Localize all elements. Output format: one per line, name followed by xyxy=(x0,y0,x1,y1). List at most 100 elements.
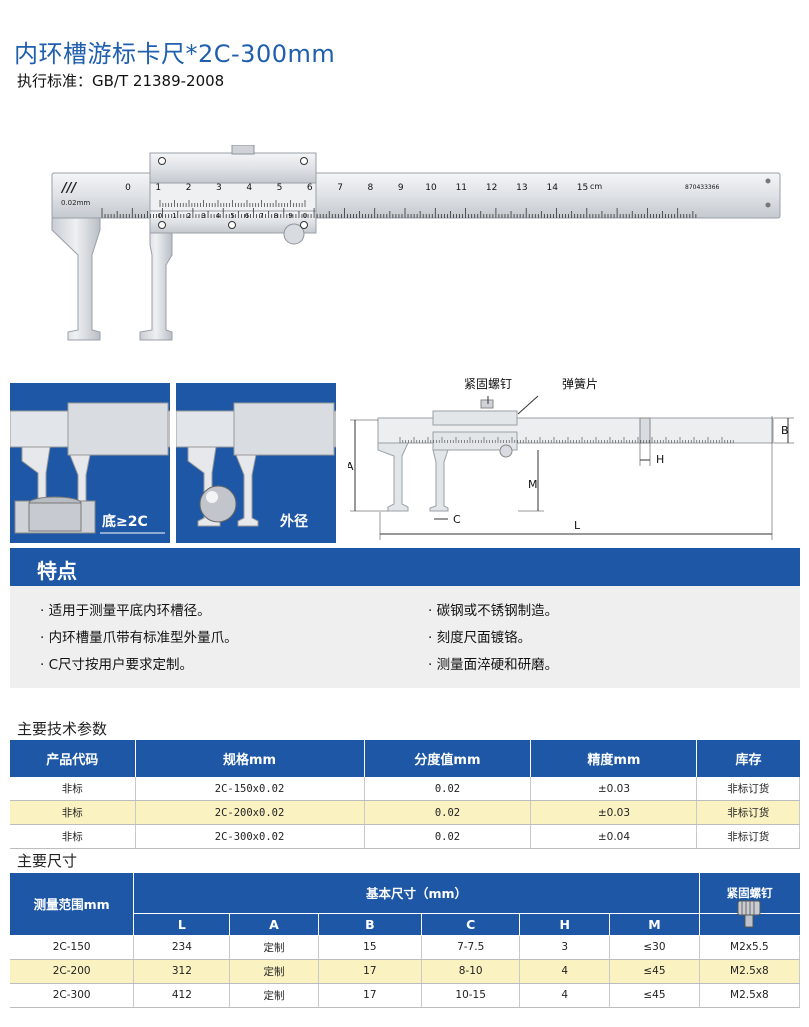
svg-text:0.02mm: 0.02mm xyxy=(61,199,90,207)
dim-cell: 7-7.5 xyxy=(421,935,521,960)
feature-item: · 刻度尺面镀铬。 xyxy=(428,630,532,646)
dim-cell: M2.5x8 xyxy=(699,983,801,1008)
photo-caption-outer: 外径 xyxy=(280,514,308,530)
dim-cell: ≤30 xyxy=(609,935,700,960)
dim-col-header: B xyxy=(318,913,423,936)
spec-cell: 非标订货 xyxy=(696,800,800,825)
features-header: 特点 xyxy=(10,548,800,586)
dim-l-label: L xyxy=(574,519,581,532)
table-row: 非标 2C-200x0.02 0.02 ±0.03 非标订货 xyxy=(10,800,800,825)
screw-icon xyxy=(737,900,761,927)
dim-col-header: M xyxy=(609,913,700,936)
dim-cell: M2x5.5 xyxy=(699,935,801,960)
dim-cell: 17 xyxy=(318,983,423,1008)
photo-groove-measure: 底≥2C xyxy=(9,383,171,543)
dim-cell: 4 xyxy=(519,959,611,984)
vernier-number: 9 xyxy=(288,212,292,220)
spec-cell: 非标 xyxy=(10,824,136,849)
feature-item: · 适用于测量平底内环槽径。 xyxy=(40,603,211,619)
spec-cell: ±0.04 xyxy=(530,824,698,849)
spec-cell: 非标订货 xyxy=(696,824,800,849)
svg-text:///: /// xyxy=(60,181,77,196)
features-heading: 特点 xyxy=(37,559,77,583)
spring-label: 弹簧片 xyxy=(562,376,598,391)
scale-number: 10 xyxy=(425,183,437,193)
screw-label: 紧固螺钉 xyxy=(464,377,512,391)
scale-number: 4 xyxy=(246,183,252,193)
dim-cell: 定制 xyxy=(229,983,319,1008)
photo-outer-measure: 外径 xyxy=(175,383,337,543)
vernier-number: 7 xyxy=(259,212,263,220)
spec-header: 规格mm xyxy=(135,740,365,777)
spec-cell: 非标 xyxy=(10,777,136,801)
spec-section-title: 主要技术参数 xyxy=(17,720,108,738)
basic-size-header: 基本尺寸（mm） xyxy=(133,873,700,914)
spec-cell: 0.02 xyxy=(364,777,532,801)
spec-header: 产品代码 xyxy=(10,740,136,777)
vernier-number: 4 xyxy=(216,212,221,220)
dimension-diagram: A B C H L M 紧固螺钉 弹簧片 xyxy=(348,376,794,540)
scale-number: 12 xyxy=(486,183,497,193)
dim-cell: 4 xyxy=(519,983,611,1008)
dim-a-label: A xyxy=(348,460,354,473)
dim-cell: 10-15 xyxy=(421,983,521,1008)
screw-header-label: 紧固螺钉 xyxy=(726,885,773,900)
spec-header: 分度值mm xyxy=(364,740,532,777)
spec-cell: 2C-200x0.02 xyxy=(135,800,365,825)
dim-cell: 312 xyxy=(133,959,231,984)
screw-icon xyxy=(699,900,800,936)
dim-cell: 定制 xyxy=(229,959,319,984)
dim-col-header: C xyxy=(421,913,521,936)
vernier-number: 1 xyxy=(172,212,176,220)
dim-cell: 3 xyxy=(519,935,611,960)
scale-number: 15 xyxy=(577,183,588,193)
dim-b-label: B xyxy=(781,424,789,437)
main-scale-ticks xyxy=(101,208,697,218)
scale-number: 14 xyxy=(546,183,558,193)
vernier-number: 6 xyxy=(245,212,250,220)
dim-col-header: L xyxy=(133,913,231,936)
unit-label: cm xyxy=(590,182,602,191)
serial-number: 870433366 xyxy=(685,184,720,191)
feature-item: · 碳钢或不锈钢制造。 xyxy=(428,603,559,619)
spec-cell: 非标 xyxy=(10,800,136,825)
spec-header: 精度mm xyxy=(530,740,698,777)
scale-number: 6 xyxy=(307,183,313,193)
scale-number: 8 xyxy=(368,183,374,193)
scale-number: 7 xyxy=(337,183,343,193)
table-row: 2C-150 234 定制 15 7-7.5 3 ≤30 M2x5.5 xyxy=(10,935,801,960)
dim-cell: 412 xyxy=(133,983,231,1008)
scale-number: 1 xyxy=(155,183,161,193)
photo-caption-bottom: 底≥2C xyxy=(102,514,148,530)
scale-number: 13 xyxy=(516,183,527,193)
scale-number: 2 xyxy=(186,183,192,193)
feature-item: · 测量面淬硬和研磨。 xyxy=(428,657,559,673)
vernier-number: 0 xyxy=(303,212,307,220)
dim-c-label: C xyxy=(453,513,461,526)
table-row: 2C-200 312 定制 17 8-10 4 ≤45 M2.5x8 xyxy=(10,959,801,984)
spec-table: 产品代码 规格mm 分度值mm 精度mm 库存 非标 2C-150x0.02 0… xyxy=(10,740,800,849)
dim-cell: 234 xyxy=(133,935,231,960)
dim-cell: 8-10 xyxy=(421,959,521,984)
dim-cell: 2C-150 xyxy=(10,935,135,960)
spec-cell: ±0.03 xyxy=(530,800,698,825)
vernier-number: 0 xyxy=(158,212,162,220)
dim-cell: ≤45 xyxy=(609,983,700,1008)
spec-header: 库存 xyxy=(696,740,800,777)
spec-cell: ±0.03 xyxy=(530,777,698,801)
dim-cell: 定制 xyxy=(229,935,319,960)
dim-h-label: H xyxy=(656,453,664,466)
table-row: 非标 2C-300x0.02 0.02 ±0.04 非标订货 xyxy=(10,824,800,849)
spec-cell: 0.02 xyxy=(364,824,532,849)
scale-number: 3 xyxy=(216,183,222,193)
vernier-number: 3 xyxy=(201,212,205,220)
page-title: 内环槽游标卡尺*2C-300mm xyxy=(14,40,336,68)
table-row: 2C-300 412 定制 17 10-15 4 ≤45 M2.5x8 xyxy=(10,983,801,1008)
dim-col-header: H xyxy=(519,913,611,936)
dim-section-title: 主要尺寸 xyxy=(17,852,78,870)
dim-col-header: A xyxy=(229,913,319,936)
feature-item: · 内环槽量爪带有标准型外量爪。 xyxy=(40,630,238,646)
features-body: · 适用于测量平底内环槽径。 · 内环槽量爪带有标准型外量爪。 · C尺寸按用户… xyxy=(10,586,800,688)
dim-cell: M2.5x8 xyxy=(699,959,801,984)
